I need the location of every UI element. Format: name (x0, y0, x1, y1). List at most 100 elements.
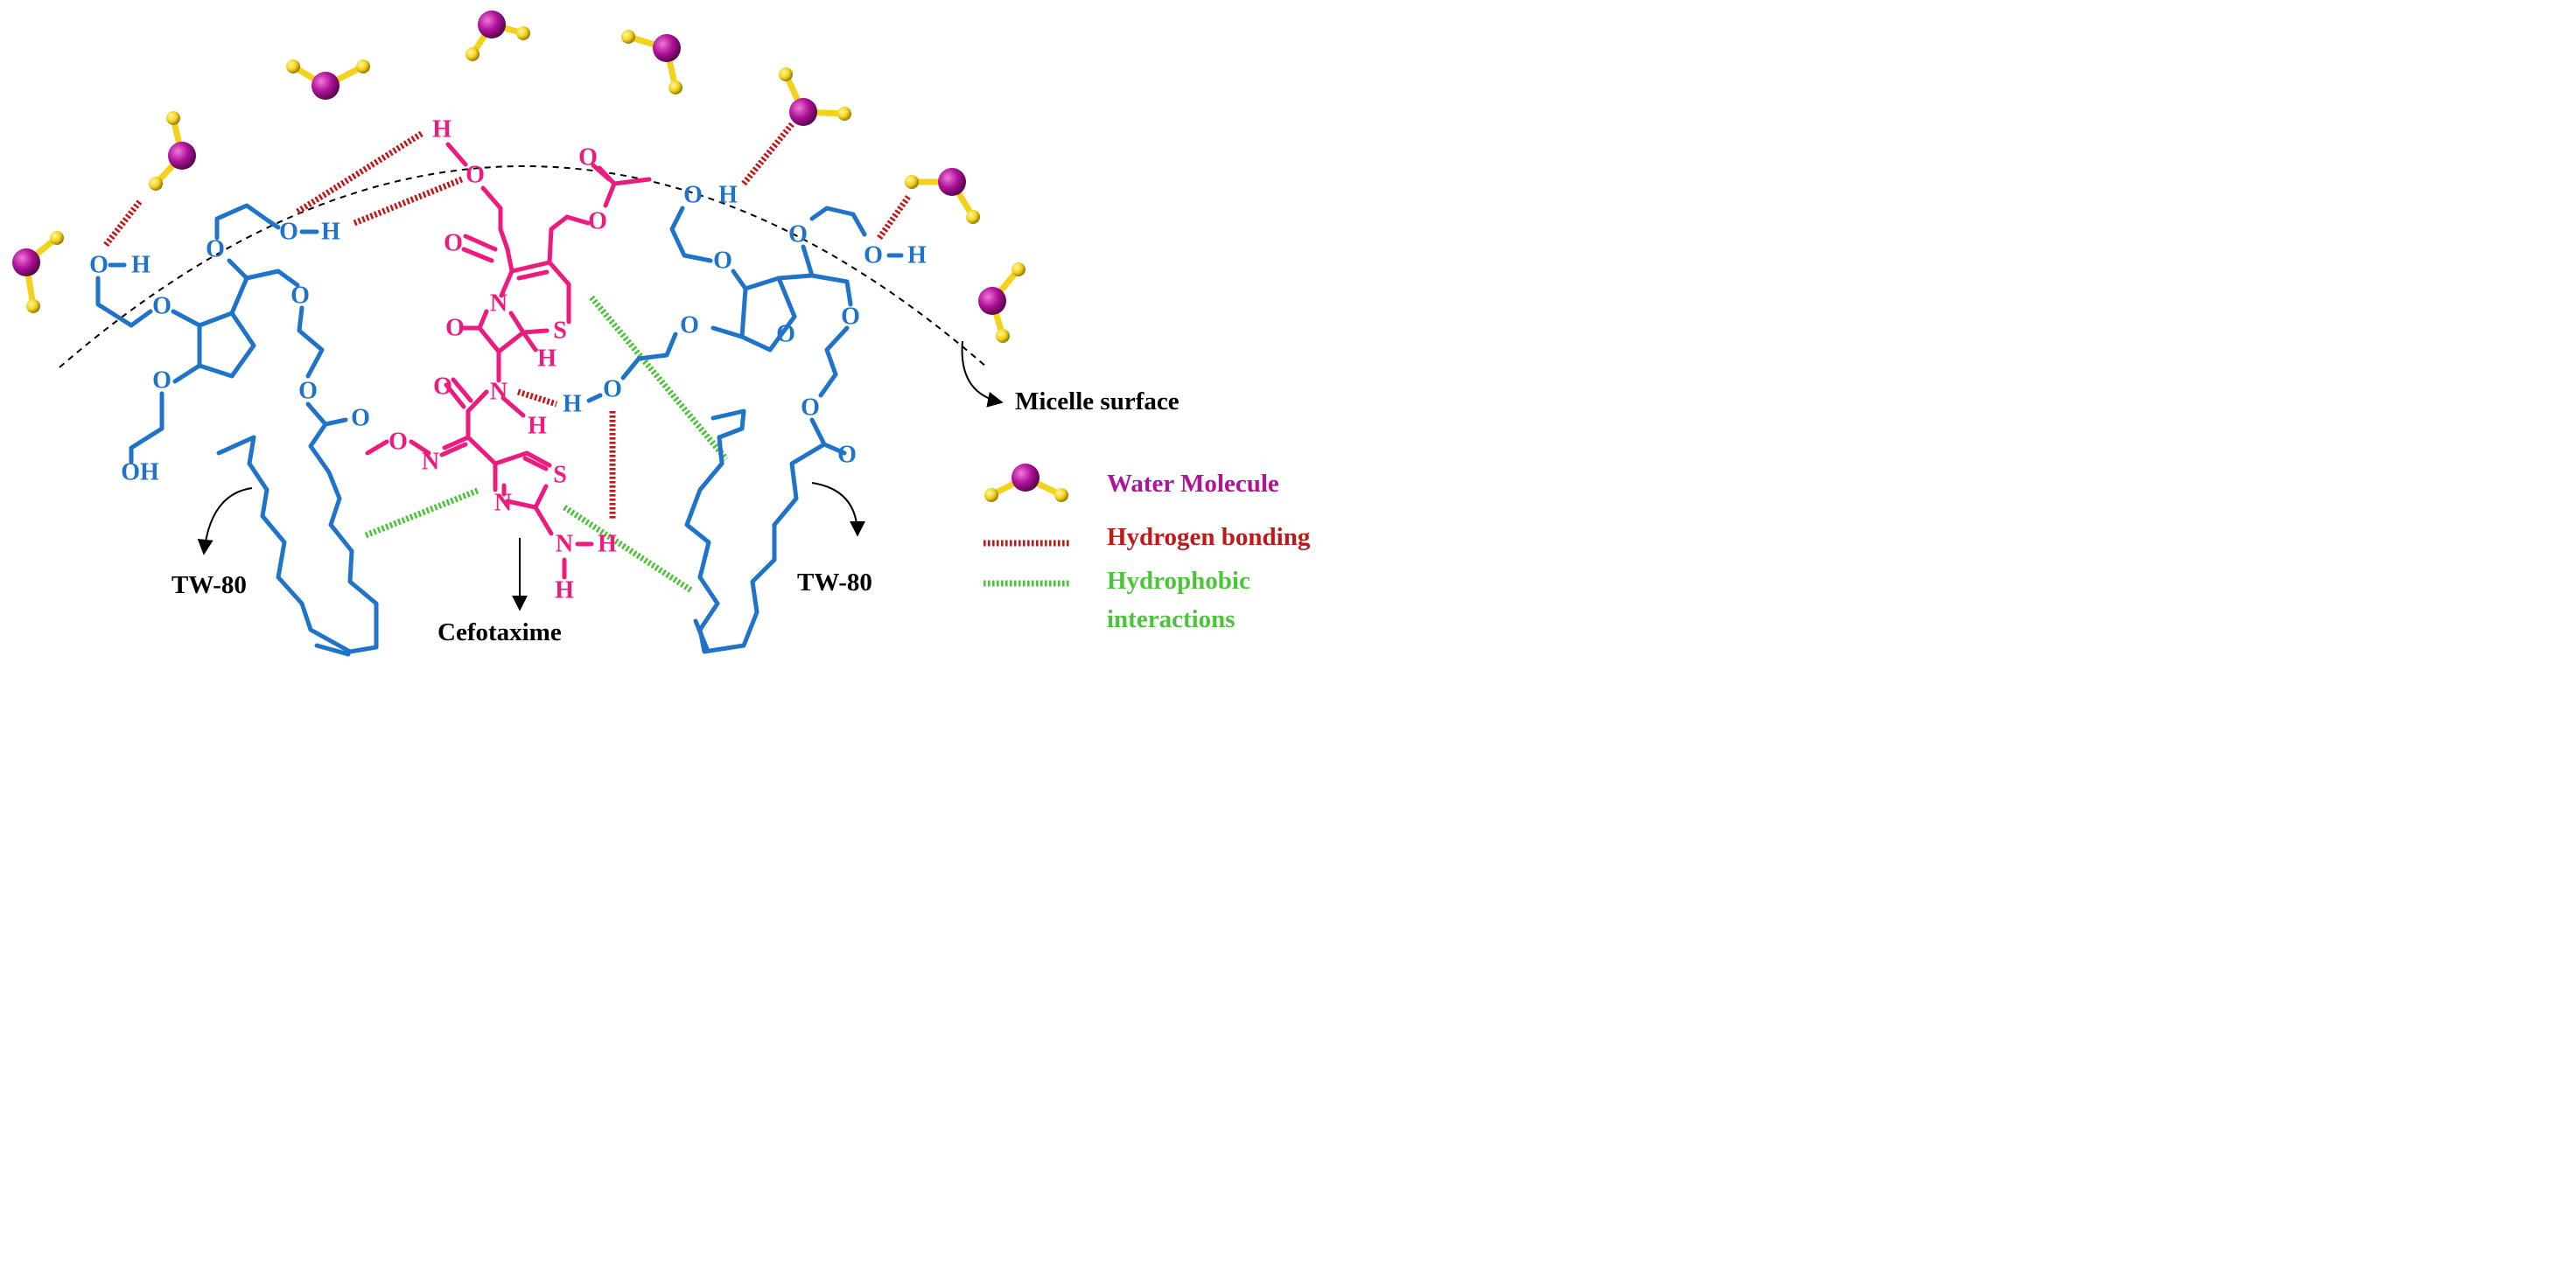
c-o-oxime: O (388, 429, 408, 456)
t-left-o7: O (298, 378, 318, 405)
cef-thiazole (493, 450, 554, 536)
micelle-boundary-arc (59, 165, 988, 368)
water-molecule (286, 59, 370, 100)
cef-nh2 (562, 541, 594, 580)
c-o-amide: O (433, 373, 452, 401)
c-h-top: H (432, 116, 452, 143)
legend-hydrophobic-label-2: interactions (1107, 605, 1236, 633)
cef-acetyl (591, 163, 652, 208)
cef-amide-h (500, 395, 526, 418)
c-n-oxime: N (422, 449, 439, 476)
cef-ketone (498, 227, 510, 252)
t-left-o4: O (206, 236, 225, 263)
left-chain-d2 (297, 305, 325, 379)
arrow-tw80-left (197, 487, 253, 555)
left-chain-b2 (129, 391, 164, 464)
legend-hbond-label: Hydrogen bonding (1107, 523, 1311, 551)
legend-water-icon (984, 464, 1068, 502)
t-mid-h: H (563, 391, 582, 418)
t-left-oh: OH (121, 459, 159, 486)
hydrophobic-left (364, 486, 481, 539)
hbond-H-water-mid (741, 122, 794, 186)
c-n-amine: N (556, 531, 573, 558)
c-h-amide: H (528, 413, 547, 440)
water-molecule (905, 168, 980, 224)
t-right-h1: H (718, 182, 738, 209)
cef-amide (466, 349, 501, 440)
water-molecule (12, 231, 64, 313)
right-OH-bond-mid (586, 393, 603, 403)
left-chain-a (95, 276, 153, 328)
left-tail-double (314, 643, 351, 657)
water-molecules (12, 10, 1068, 502)
water-molecule (779, 67, 851, 126)
water-molecule (466, 10, 530, 61)
cefotaxime-atoms: H O O O O N S O H O N H O N S N N H H (388, 116, 617, 604)
c-o-ketone: O (444, 230, 463, 257)
c-h-ring: H (537, 345, 556, 373)
hydrophobic-group (364, 295, 1069, 593)
t-left-o3: O (152, 367, 172, 394)
annotation-arrows (197, 340, 1004, 611)
arrow-tw80-right (811, 482, 865, 537)
cef-oxime (365, 435, 498, 466)
left-ester (305, 401, 348, 427)
cef-ch2oh (445, 142, 468, 167)
right-chain-c (776, 244, 815, 281)
t-right-o6: O (864, 242, 883, 269)
tw80-left-label: TW-80 (172, 571, 247, 599)
right-chain-b2 (620, 331, 678, 380)
left-tail (216, 422, 379, 654)
c-n-ring: N (490, 290, 508, 318)
cef-ch2-ester (564, 214, 591, 226)
hydrogen-bond-group (103, 122, 1069, 547)
left-ring (197, 311, 256, 379)
t-left-h2: H (321, 219, 340, 246)
left-chain-d (244, 269, 300, 288)
tween80-structure (95, 203, 904, 657)
t-left-o2: O (152, 293, 172, 320)
cef-ch2oh-2 (480, 185, 503, 232)
right-chain-a (669, 206, 713, 263)
right-chain-d (809, 273, 853, 307)
right-chain-c2 (809, 206, 867, 237)
tween80-atoms: O H O O OH O O H O O O O H O O O O O H O… (89, 182, 927, 486)
legend: Water Molecule Hydrogen bonding Hydropho… (1107, 470, 1311, 633)
hbond-amideH-OH (516, 388, 558, 408)
hydrophobic-upper (589, 295, 729, 462)
right-chain-a2 (731, 269, 748, 291)
t-right-o7: O (841, 304, 860, 331)
cef-six-ring-dbl (516, 269, 550, 281)
t-left-o1: O (89, 252, 108, 279)
c-n-amide: N (490, 379, 508, 406)
c-o-lactam: O (445, 315, 465, 342)
t-left-o8: O (351, 405, 370, 432)
arrow-micelle (961, 340, 1004, 408)
hbond-O-water-right (877, 194, 911, 241)
micelle-surface-label: Micelle surface (1015, 387, 1180, 415)
c-s-thiazole: S (553, 462, 567, 489)
c-o-ester: O (588, 208, 607, 235)
legend-water-label: Water Molecule (1107, 470, 1279, 498)
t-left-o6: O (290, 283, 310, 310)
water-molecule (149, 111, 196, 191)
water-molecule (621, 30, 682, 94)
t-left-h1: H (131, 252, 150, 279)
left-chain-a2 (171, 309, 202, 328)
right-tail (684, 408, 827, 654)
c-o-acetyl: O (578, 144, 598, 171)
cefotaxime-structure (365, 142, 652, 580)
legend-hydrophobic-label-1: Hydrophobic (1107, 567, 1250, 595)
left-chain-c (227, 258, 249, 316)
right-chain-d2 (818, 325, 850, 398)
t-right-o5: O (788, 221, 808, 248)
t-right-o9: O (837, 442, 857, 469)
right-ring (739, 276, 797, 352)
left-chain-b (172, 363, 202, 384)
cefotaxime-label: Cefotaxime (438, 618, 562, 646)
t-right-o3: O (680, 312, 699, 339)
t-right-o8: O (801, 394, 820, 422)
t-mid-o: O (603, 376, 622, 403)
cef-ring-s (521, 308, 571, 335)
t-right-o1: O (683, 182, 703, 209)
